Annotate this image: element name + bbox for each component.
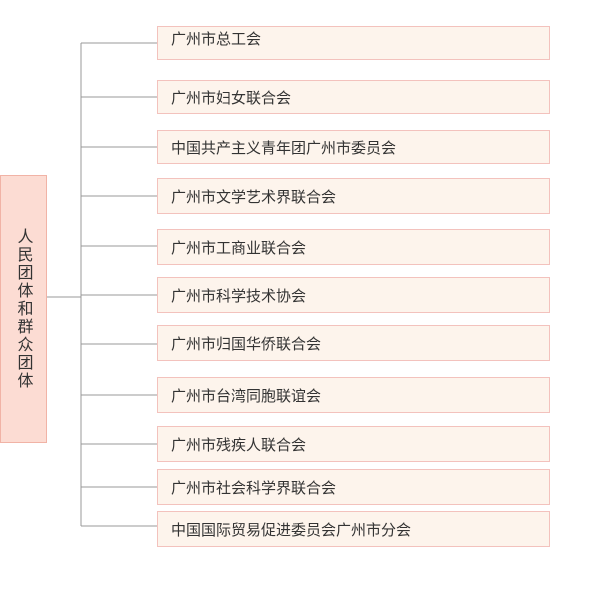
- child-node-taiwan-compatriots: 广州市台湾同胞联谊会: [157, 377, 550, 413]
- child-node-label: 广州市总工会: [171, 29, 262, 48]
- child-node-label: 广州市文学艺术界联合会: [171, 187, 337, 206]
- child-node-youth-league: 中国共产主义青年团广州市委员会: [157, 130, 550, 164]
- child-node-label: 广州市妇女联合会: [171, 88, 292, 107]
- child-node-label: 广州市社会科学界联合会: [171, 478, 337, 497]
- child-node-social-sciences: 广州市社会科学界联合会: [157, 469, 550, 505]
- child-node-label: 广州市科学技术协会: [171, 286, 307, 305]
- child-node-label: 中国国际贸易促进委员会广州市分会: [171, 520, 412, 539]
- child-node-label: 广州市台湾同胞联谊会: [171, 386, 322, 405]
- child-node-label: 广州市工商业联合会: [171, 238, 307, 257]
- child-node-label: 广州市归国华侨联合会: [171, 334, 322, 353]
- child-node-trade-promotion: 中国国际贸易促进委员会广州市分会: [157, 511, 550, 547]
- root-node-label: 人民团体和群众团体: [14, 228, 34, 390]
- child-node-returned-overseas: 广州市归国华侨联合会: [157, 325, 550, 361]
- child-node-disabled-persons: 广州市残疾人联合会: [157, 426, 550, 462]
- child-node-science-technology: 广州市科学技术协会: [157, 277, 550, 313]
- child-node-industry-commerce: 广州市工商业联合会: [157, 229, 550, 265]
- child-node-trade-union: 广州市总工会: [157, 26, 550, 60]
- child-node-womens-federation: 广州市妇女联合会: [157, 80, 550, 114]
- child-node-literature-arts: 广州市文学艺术界联合会: [157, 178, 550, 214]
- child-node-label: 广州市残疾人联合会: [171, 435, 307, 454]
- root-node: 人民团体和群众团体: [0, 175, 47, 443]
- child-node-label: 中国共产主义青年团广州市委员会: [171, 138, 397, 157]
